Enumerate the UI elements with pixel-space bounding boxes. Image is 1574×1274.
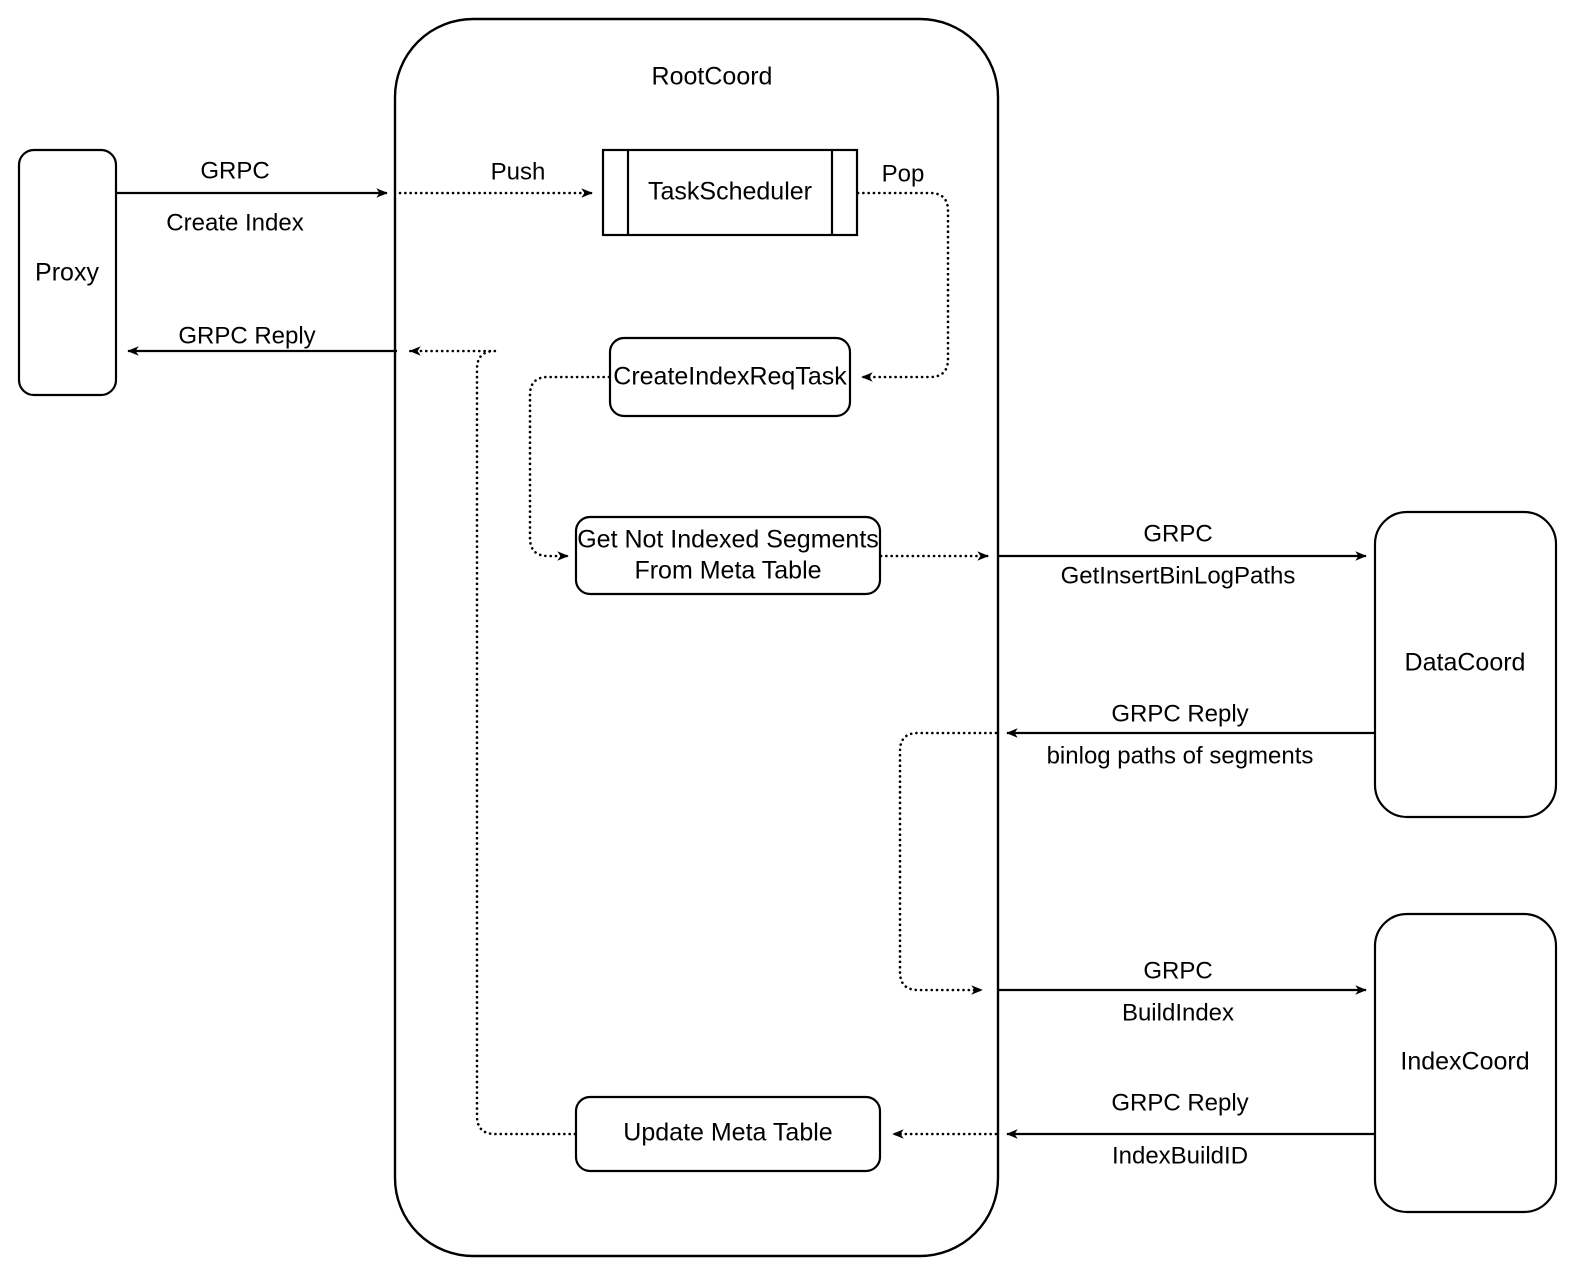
edge-label-grpc-reply-indexcoord: GRPC Reply [1111,1089,1248,1116]
rootcoord-boundary[interactable] [393,17,1000,1258]
edge-label-pop: Pop [882,160,925,187]
edge-line-update-meta-return [408,346,577,1136]
edge-update-meta-to-grpc-reply[interactable] [408,346,577,1136]
edge-pop-to-task[interactable]: Pop [856,160,950,382]
edge-line-task-to-get-segments [528,375,611,561]
task-scheduler-box[interactable] [601,148,859,237]
datacoord-label: DataCoord [1405,649,1526,677]
proxy-box[interactable] [17,148,118,397]
edge-label-grpc-datacoord: GRPC [1143,520,1212,547]
node-datacoord[interactable]: DataCoord [1373,510,1558,819]
node-get-not-indexed-segments[interactable]: Get Not Indexed Segments From Meta Table [574,515,882,596]
update-meta-table-label: Update Meta Table [623,1119,832,1147]
node-create-index-req-task[interactable]: CreateIndexReqTask [608,336,852,418]
edge-label-create-index: Create Index [166,209,303,236]
datacoord-box[interactable] [1373,510,1558,819]
edge-line-binlog-to-buildindex [898,731,998,995]
indexcoord-box[interactable] [1373,912,1558,1214]
create-index-req-task-label: CreateIndexReqTask [613,363,847,391]
indexcoord-label: IndexCoord [1400,1048,1529,1076]
edge-indexcoord-to-rootcoord[interactable]: GRPC Reply IndexBuildID [1006,1089,1375,1169]
edge-label-grpc-reply-proxy: GRPC Reply [178,322,315,349]
node-update-meta-table[interactable]: Update Meta Table [574,1095,882,1173]
edge-label-get-insert-binlog-paths: GetInsertBinLogPaths [1061,562,1296,589]
edge-rootcoord-to-proxy[interactable]: GRPC Reply [127,322,397,356]
edge-label-buildindex: BuildIndex [1122,999,1234,1026]
node-indexcoord[interactable]: IndexCoord [1373,912,1558,1214]
edge-label-grpc: GRPC [200,157,269,184]
edge-label-binlog-paths: binlog paths of segments [1047,742,1314,769]
node-proxy[interactable]: Proxy [17,148,118,397]
proxy-label: Proxy [35,259,99,287]
get-not-indexed-segments-label-line1: Get Not Indexed Segments [577,526,879,554]
task-scheduler-label: TaskScheduler [648,178,812,206]
edge-datacoord-to-rootcoord[interactable]: GRPC Reply binlog paths of segments [1006,700,1375,769]
edge-label-grpc-reply-datacoord: GRPC Reply [1111,700,1248,727]
edge-label-indexbuildid: IndexBuildID [1112,1142,1248,1169]
edge-label-grpc-indexcoord: GRPC [1143,957,1212,984]
edge-binlog-reply-to-buildindex[interactable] [898,731,998,995]
edge-line-pop [856,191,950,382]
edge-proxy-to-rootcoord[interactable]: GRPC Create Index [117,157,388,236]
edge-rootcoord-to-datacoord[interactable]: GRPC GetInsertBinLogPaths [998,520,1367,589]
edge-rootcoord-to-indexcoord[interactable]: GRPC BuildIndex [998,957,1367,1026]
edge-label-push: Push [491,158,546,185]
edge-task-to-get-segments[interactable] [528,375,611,561]
container-rootcoord[interactable]: RootCoord [393,17,1000,1258]
edge-push-to-scheduler[interactable]: Push [398,158,594,198]
rootcoord-title: RootCoord [652,63,773,91]
get-not-indexed-segments-label-line2: From Meta Table [634,557,821,585]
node-task-scheduler[interactable]: TaskScheduler [601,148,859,237]
